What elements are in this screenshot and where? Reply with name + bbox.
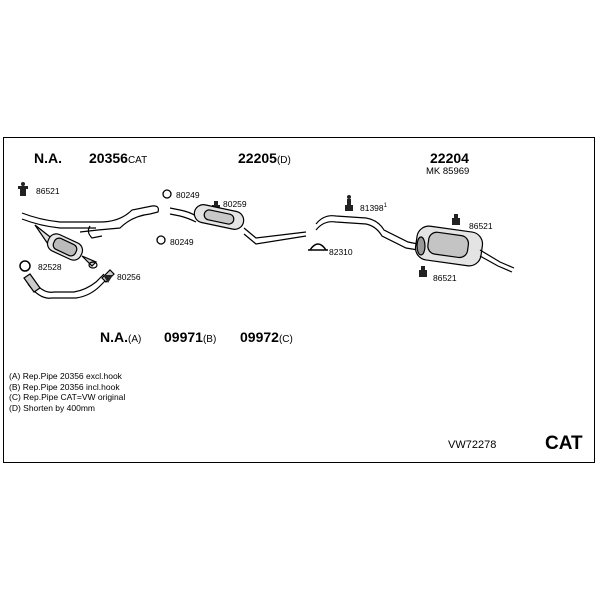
na-label: N.A. — [34, 150, 62, 166]
part-number: 22205 — [238, 150, 277, 166]
part-86521-b-label: 86521 — [469, 221, 493, 231]
hanger-80249-b-icon — [156, 235, 166, 245]
notes-list: (A) Rep.Pipe 20356 excl.hook (B) Rep.Pip… — [9, 371, 125, 413]
hanger-80249-a-icon — [162, 189, 172, 199]
variant-suffix: (A) — [128, 334, 142, 345]
gasket-82528-icon — [19, 260, 31, 272]
note-item: (A) Rep.Pipe 20356 excl.hook — [9, 371, 122, 381]
part-80256-label: 80256 — [117, 272, 141, 282]
variant-na-label: N.A.(A) — [100, 330, 141, 346]
hanger-86521-b-icon — [452, 214, 460, 225]
hanger-81398-icon — [345, 195, 353, 211]
part-number: 20356 — [89, 150, 128, 166]
note-item: (D) Shorten by 400mm — [9, 402, 95, 413]
part-80249-a-label: 80249 — [176, 190, 200, 200]
part-86521-a-label: 86521 — [36, 186, 60, 196]
clamp-82310-icon — [308, 243, 328, 251]
note-item: (B) Rep.Pipe 20356 incl.hook — [9, 381, 120, 392]
variant-number: 09972 — [240, 329, 279, 345]
note-item: (C) Rep.Pipe CAT=VW original — [9, 392, 126, 403]
variant-suffix: (B) — [202, 334, 217, 345]
part-number: 81398 — [360, 202, 384, 213]
part-suffix: (D) — [276, 155, 291, 166]
hanger-86521-c-icon — [419, 266, 427, 277]
part-superscript: 1 — [383, 203, 387, 209]
rear-silencer-drawing — [315, 215, 515, 273]
category-label: CAT — [545, 433, 583, 454]
part-22204-label: 22204 — [430, 150, 469, 166]
clamp-80256-icon — [103, 275, 113, 283]
diagram-frame — [3, 137, 595, 463]
front-pipe-cat-drawing — [21, 205, 159, 299]
variant-number: 09971 — [164, 329, 203, 345]
variant-09972-label: 09972(C) — [240, 330, 293, 346]
part-20356-label: 20356CAT — [89, 151, 147, 167]
part-22205-label: 22205(D) — [238, 151, 291, 167]
variant-suffix: (C) — [278, 334, 293, 345]
variant-number: N.A. — [100, 329, 128, 345]
part-suffix: CAT — [127, 155, 148, 166]
part-22204-sub-label: MK 85969 — [426, 166, 470, 177]
part-80249-b-label: 80249 — [170, 237, 194, 247]
part-81398-label: 813981 — [360, 203, 387, 212]
part-86521-c-label: 86521 — [433, 273, 457, 283]
part-80259-label: 80259 — [223, 199, 247, 209]
hanger-86521-a-icon — [18, 182, 28, 196]
variant-09971-label: 09971(B) — [164, 330, 216, 346]
reference-code: VW72278 — [448, 439, 497, 451]
middle-silencer-drawing — [169, 204, 307, 245]
part-82310-label: 82310 — [329, 247, 353, 257]
part-82528-label: 82528 — [38, 262, 62, 272]
